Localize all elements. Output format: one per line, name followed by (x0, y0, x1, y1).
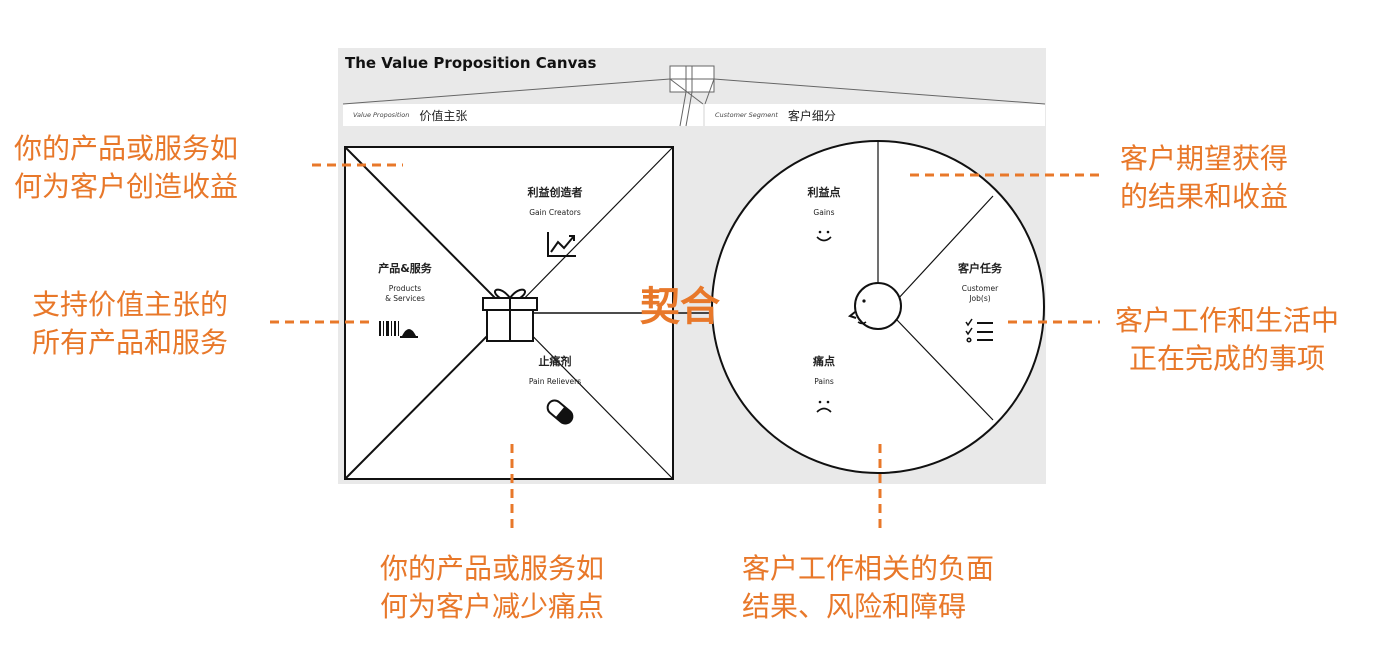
pain-relievers-label: 止痛剂 Pain Relievers (490, 353, 620, 387)
pains-en: Pains (814, 377, 834, 386)
products-label: 产品&服务 Products & Services (350, 260, 460, 304)
pain-relievers-en: Pain Relievers (528, 377, 582, 386)
annotation-line: 何为客户创造收益 (14, 170, 239, 203)
annotation-line: 结果、风险和障碍 (742, 590, 967, 623)
chart-up-icon (547, 232, 576, 257)
pains-cn: 痛点 (813, 355, 835, 368)
annotation-line: 你的产品或服务如 (14, 132, 239, 165)
smile-icon (816, 230, 832, 242)
pain-relievers-cn: 止痛剂 (538, 355, 572, 368)
annotation-pains: 客户工作相关的负面 结果、风险和障碍 (742, 550, 994, 626)
annotation-products: 支持价值主张的 所有产品和服务 (32, 286, 228, 362)
pill-icon (546, 399, 574, 425)
annotation-line: 支持价值主张的 (32, 288, 229, 321)
annotation-jobs: 客户工作和生活中 正在完成的事项 (1115, 302, 1339, 378)
frown-icon (816, 400, 832, 413)
checklist-icon (965, 318, 993, 343)
jobs-cn: 客户任务 (958, 262, 1002, 275)
customer-segment-cn: 客户细分 (787, 108, 836, 123)
fit-label: 契合 (640, 284, 720, 330)
gift-icon (482, 288, 538, 342)
annotation-line: 的结果和收益 (1120, 180, 1289, 213)
products-cn: 产品&服务 (378, 262, 432, 275)
gain-creators-label: 利益创造者 Gain Creators (490, 184, 620, 218)
annotation-connectors (270, 163, 1100, 528)
annotation-line: 你的产品或服务如 (380, 552, 605, 585)
gains-label: 利益点 Gains (774, 184, 874, 218)
value-proposition-bar: Value Proposition 价值主张 (343, 104, 703, 126)
annotation-line: 客户工作和生活中 (1115, 304, 1340, 337)
barcode-icon (379, 321, 418, 338)
gains-en: Gains (813, 208, 835, 217)
pains-label: 痛点 Pains (774, 353, 874, 387)
annotation-line: 所有产品和服务 (32, 326, 229, 359)
annotation-pain-relievers: 你的产品或服务如 何为客户减少痛点 (380, 550, 604, 626)
jobs-label: 客户任务 Customer Job(s) (930, 260, 1030, 304)
customer-segment-en: Customer Segment (715, 111, 778, 119)
gain-creators-cn: 利益创造者 (527, 186, 583, 199)
gain-creators-en: Gain Creators (529, 208, 581, 217)
face-icon (847, 282, 902, 330)
canvas-title: The Value Proposition Canvas (345, 54, 597, 72)
annotation-gains: 客户期望获得 的结果和收益 (1120, 140, 1288, 216)
mini-canvas-icon (342, 65, 1046, 127)
products-en-1: Products (388, 284, 422, 293)
products-en-2: & Services (385, 294, 425, 303)
annotation-gain-creators: 你的产品或服务如 何为客户创造收益 (14, 130, 238, 206)
annotation-line: 客户工作相关的负面 (742, 552, 995, 585)
annotation-line: 何为客户减少痛点 (380, 590, 605, 623)
value-proposition-en: Value Proposition (353, 111, 410, 119)
customer-segment-bar: Customer Segment 客户细分 (705, 104, 1045, 126)
jobs-en-1: Customer (961, 284, 999, 293)
jobs-en-2: Job(s) (969, 294, 991, 303)
annotation-line: 正在完成的事项 (1129, 342, 1326, 375)
value-proposition-cn: 价值主张 (419, 108, 468, 123)
annotation-line: 客户期望获得 (1120, 142, 1289, 175)
gains-cn: 利益点 (807, 186, 841, 199)
